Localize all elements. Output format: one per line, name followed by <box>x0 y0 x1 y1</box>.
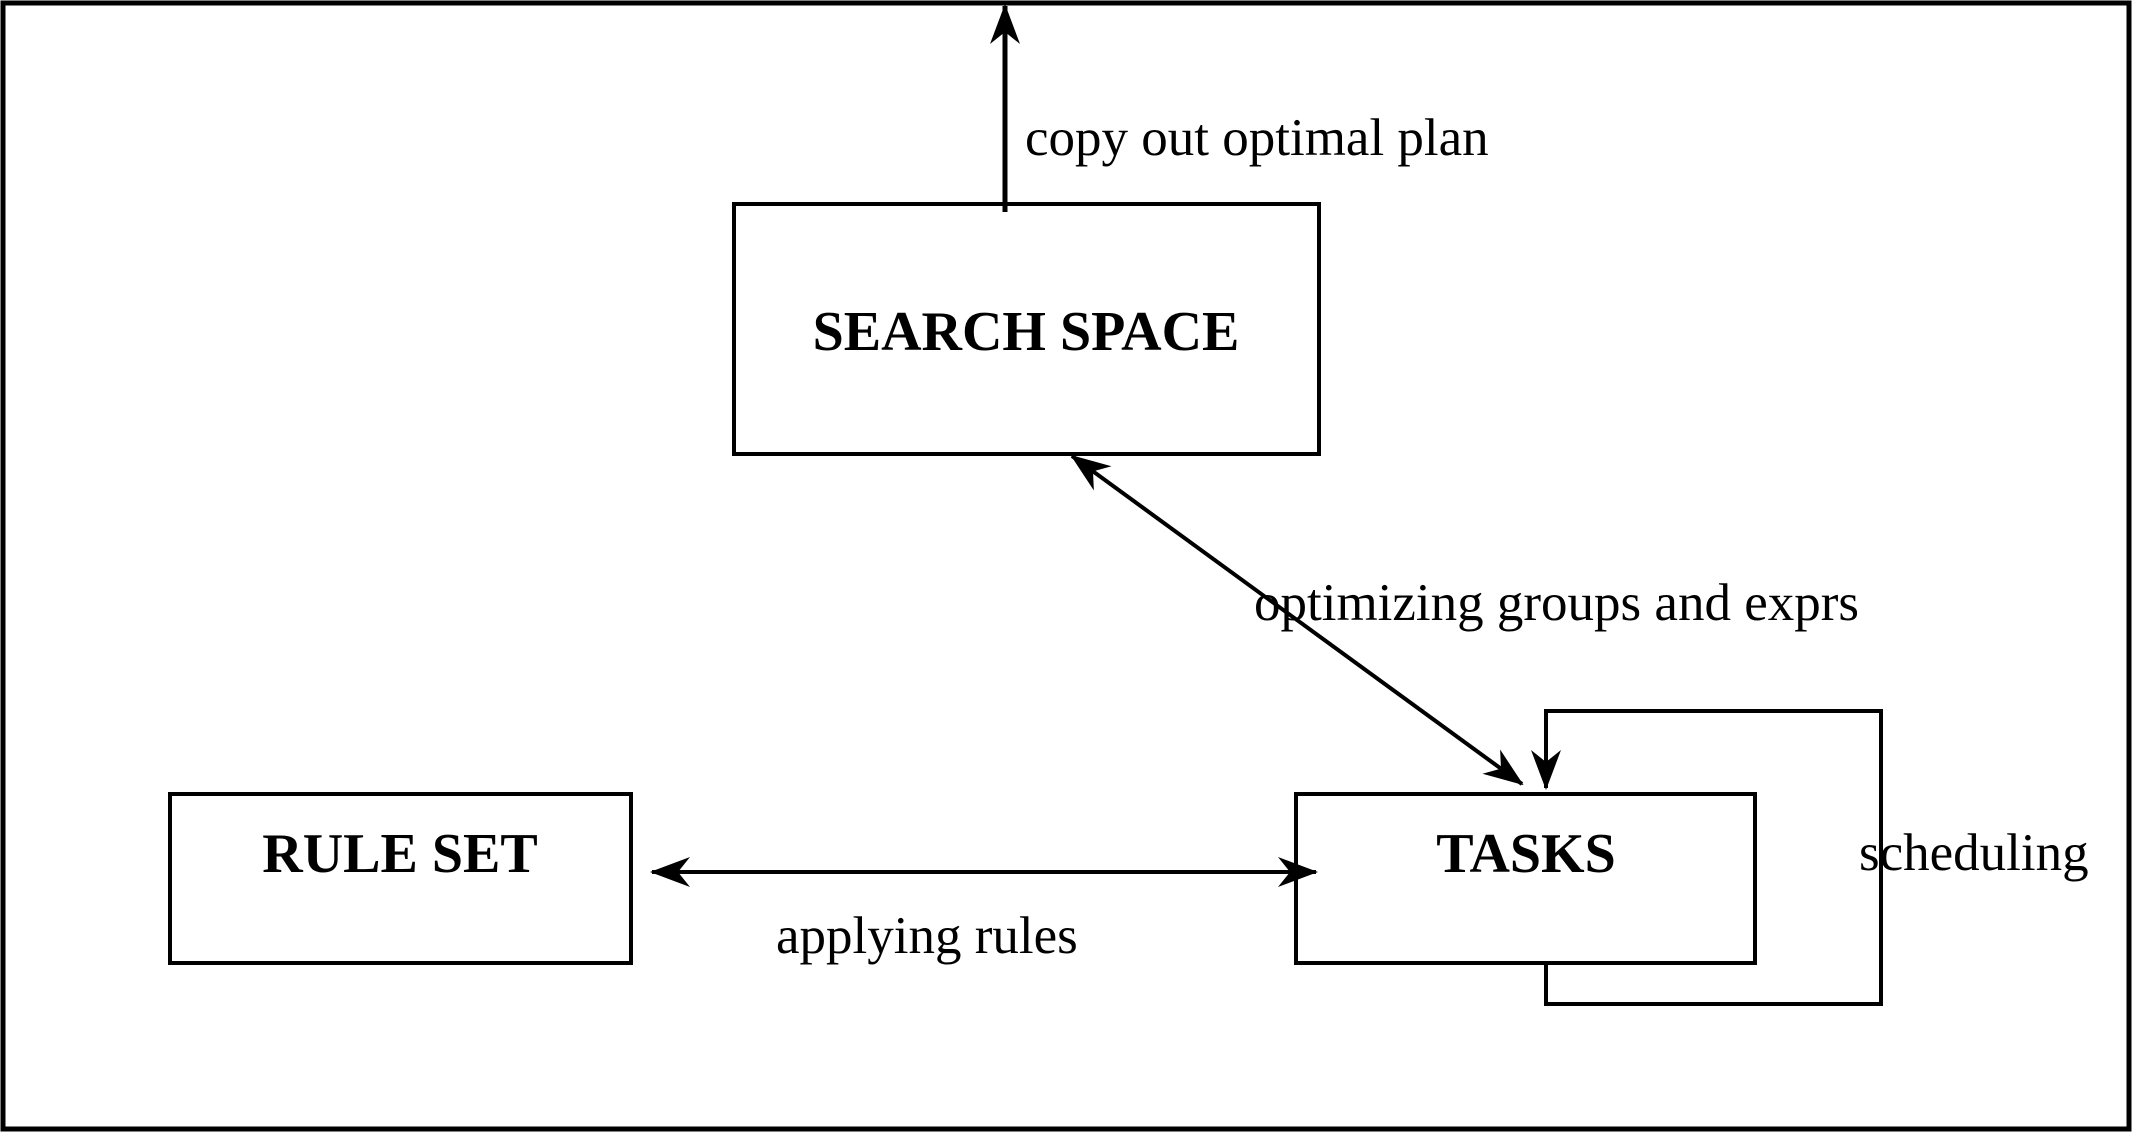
optimizing-arrow <box>1070 454 1524 786</box>
rule-set-node: RULE SET <box>168 792 633 965</box>
scheduling-label: scheduling <box>1859 824 2089 882</box>
rule-set-label: RULE SET <box>262 823 537 885</box>
search-space-label: SEARCH SPACE <box>813 301 1240 363</box>
search-space-node: SEARCH SPACE <box>732 202 1321 456</box>
applying-rules-label: applying rules <box>776 907 1078 965</box>
scheduling-loop <box>1531 709 1883 1006</box>
tasks-node: TASKS <box>1294 792 1757 965</box>
applying-rules-edge: applying rules <box>650 857 1318 965</box>
tasks-label: TASKS <box>1436 823 1615 885</box>
copy-out-edge: copy out optimal plan <box>990 4 1489 212</box>
search-space-box <box>732 202 1321 456</box>
optimizing-edge: optimizing groups and exprs <box>1070 454 1859 786</box>
rule-set-box <box>168 792 633 965</box>
copy-out-label: copy out optimal plan <box>1025 109 1489 167</box>
scheduling-edge: scheduling <box>1531 709 2089 1006</box>
optimizing-label: optimizing groups and exprs <box>1254 574 1859 632</box>
